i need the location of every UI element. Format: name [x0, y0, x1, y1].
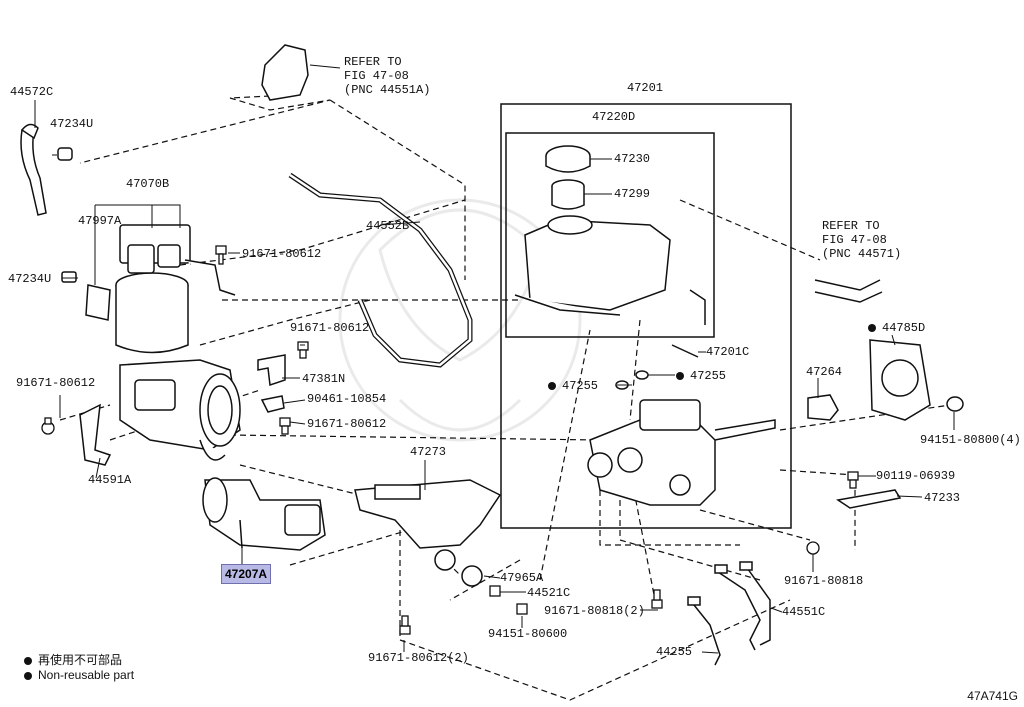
legend-en-text: Non-reusable part — [38, 668, 135, 682]
collar-44521C — [489, 585, 501, 597]
label-94151-80800-4: 94151-80800(4) — [920, 433, 1021, 447]
label-44572C: 44572C — [10, 85, 54, 99]
label-47255-right: 47255 — [676, 370, 726, 382]
tube-44552B — [288, 172, 473, 368]
bracket-47273 — [354, 479, 502, 571]
label-91671-80612-2: 91671-80612(2) — [368, 651, 469, 665]
diagram-code: 47A741G — [967, 689, 1018, 703]
non-reusable-dot — [548, 381, 556, 390]
label-47299: 47299 — [614, 187, 651, 201]
legend-jp-text: 再使用不可部品 — [38, 653, 123, 667]
pump-motor — [119, 359, 241, 461]
label-44552B: 44552B — [366, 219, 410, 233]
grommet-47255 — [615, 370, 649, 390]
refer-note-1-line1: REFER TO — [344, 55, 402, 69]
sensor-connectors — [687, 561, 753, 606]
label-47070B: 47070B — [126, 177, 170, 191]
label-44591A: 44591A — [88, 473, 132, 487]
refer-note-1-line3: (PNC 44551A) — [344, 83, 431, 97]
legend-jp: 再使用不可部品 — [24, 651, 122, 668]
label-47255-left: 47255 — [548, 380, 598, 392]
label-44785D: 44785D — [868, 322, 925, 334]
reservoir-tank — [514, 215, 706, 325]
strainer-47299 — [551, 179, 585, 210]
nut-94151-80600 — [516, 603, 528, 615]
bracket-47233 — [836, 489, 902, 509]
label-44551C: 44551C — [782, 605, 826, 619]
label-91671-80818: 91671-80818 — [784, 574, 864, 588]
label-44521C: 44521C — [527, 586, 571, 600]
refer-note-2-line2: FIG 47-08 — [822, 233, 887, 247]
tube-44552B-inner — [289, 173, 472, 367]
nut-94151-80800 — [946, 396, 964, 412]
sensor-wires — [689, 564, 771, 666]
refer-note-2-line1: REFER TO — [822, 219, 880, 233]
label-47234U-upper: 47234U — [50, 117, 94, 131]
label-47965A: 47965A — [500, 571, 544, 585]
assembly-box-47220D — [505, 132, 715, 338]
label-47273: 47273 — [410, 445, 447, 459]
label-47264: 47264 — [806, 365, 843, 379]
label-94151-80600: 94151-80600 — [488, 627, 568, 641]
label-47230: 47230 — [614, 152, 651, 166]
bracket-44591A — [79, 403, 112, 466]
label-47997A: 47997A — [78, 214, 122, 228]
hose-44572C — [20, 123, 47, 216]
label-91671-80612-mid: 91671-80612 — [290, 321, 370, 335]
label-91671-80818-2: 91671-80818(2) — [544, 604, 645, 618]
bracket-47381N — [257, 354, 286, 387]
refer-note-2-line3: (PNC 44571) — [822, 247, 902, 261]
gasket-47997A — [85, 284, 111, 321]
label-90461-10854: 90461-10854 — [307, 392, 387, 406]
bracket-47264 — [807, 394, 839, 421]
cushion-47965A — [461, 565, 483, 587]
label-91671-80612-left: 91671-80612 — [16, 376, 96, 390]
label-47233: 47233 — [924, 491, 961, 505]
label-91671-80612-lower: 91671-80612 — [307, 417, 387, 431]
label-44255: 44255 — [656, 645, 693, 659]
legend-dot-icon — [24, 671, 32, 680]
pin-47201C — [671, 344, 699, 358]
refer-note-1-line2: FIG 47-08 — [344, 69, 409, 83]
legend-dot-icon — [24, 656, 32, 665]
label-90119-06939: 90119-06939 — [876, 469, 956, 483]
legend-en: Non-reusable part — [24, 668, 134, 682]
bolt-91671-80612-left — [41, 417, 55, 435]
label-47234U-lower: 47234U — [8, 272, 52, 286]
label-47201: 47201 — [627, 81, 664, 95]
label-47381N: 47381N — [302, 372, 346, 386]
clip-90461-10854 — [260, 395, 285, 413]
label-leaders — [34, 64, 955, 654]
non-reusable-dot — [676, 371, 684, 380]
cap-47230 — [545, 145, 591, 173]
assembly-box-47201 — [500, 103, 792, 529]
watermark-emblem — [338, 198, 582, 442]
clamp-47234U-lower — [61, 271, 77, 283]
clamp-47234U — [57, 147, 73, 161]
non-reusable-dot — [868, 323, 876, 332]
label-91671-80612-top: 91671-80612 — [242, 247, 322, 261]
actuator-47207A — [202, 477, 326, 551]
bracket-refer-44551A — [261, 44, 309, 101]
hose-refer-44571 — [814, 279, 883, 303]
master-cylinder — [587, 399, 776, 506]
accumulator-47070B — [115, 224, 236, 354]
label-47220D: 47220D — [592, 110, 636, 124]
gasket-44785D — [869, 339, 931, 421]
label-47201C: 47201C — [706, 345, 750, 359]
label-47207A-highlighted[interactable]: 47207A — [221, 564, 272, 584]
